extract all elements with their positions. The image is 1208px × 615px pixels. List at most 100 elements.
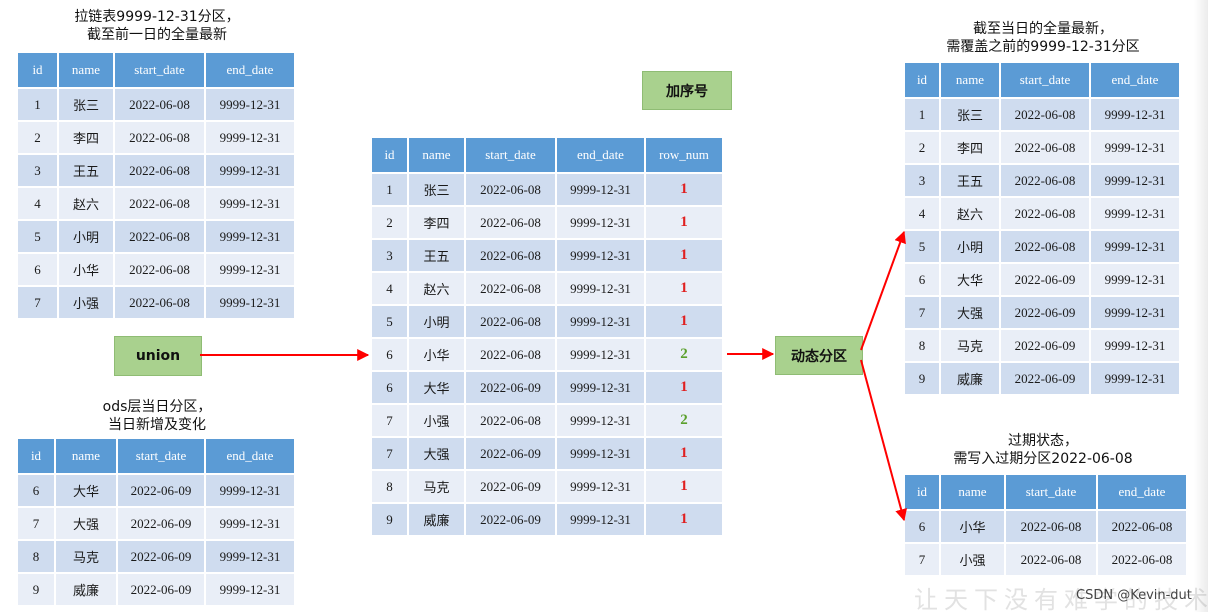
table-cell: 1 [646,174,722,205]
table-cell: 2 [18,122,57,153]
watermark-text: 让天下没有难学的技术 [914,586,1208,614]
table-cell: 2022-06-08 [1001,231,1089,262]
table-cell: 3 [372,240,407,271]
table-cell: 2022-06-08 [1001,198,1089,229]
table-cell: 赵六 [409,273,464,304]
table-cell: 2022-06-09 [118,475,204,506]
add-sequence-label: 加序号 [642,71,732,110]
table-cell: 1 [646,438,722,469]
column-header: id [905,475,939,509]
table-cell: 7 [18,287,57,318]
table-cell: 9999-12-31 [557,438,644,469]
column-header: id [18,53,57,87]
table-cell: 2022-06-09 [1001,264,1089,295]
column-header: start_date [1006,475,1096,509]
table-cell: 小明 [59,221,113,252]
table-cell: 9999-12-31 [206,122,294,153]
table-cell: 2022-06-08 [466,207,555,238]
table-cell: 2022-06-08 [1006,544,1096,575]
column-header: id [372,138,407,172]
table-cell: 9999-12-31 [557,372,644,403]
table-cell: 9999-12-31 [557,339,644,370]
table-cell: 2022-06-09 [118,508,204,539]
table-cell: 7 [372,405,407,436]
table-cell: 9999-12-31 [557,207,644,238]
table-cell: 马克 [56,541,116,572]
table-cell: 1 [905,99,939,130]
table-cell: 5 [905,231,939,262]
table-cell: 9999-12-31 [557,306,644,337]
column-header: name [56,439,116,473]
table-cell: 1 [646,240,722,271]
table-cell: 大强 [56,508,116,539]
table-cell: 1 [646,372,722,403]
table-cell: 9999-12-31 [206,287,294,318]
table-cell: 6 [18,475,54,506]
caption-zipper-table: 拉链表9999-12-31分区， 截至前一日的全量最新 [18,8,296,44]
table-cell: 4 [372,273,407,304]
table-cell: 赵六 [941,198,999,229]
table-cell: 李四 [59,122,113,153]
caption-line: ods层当日分区， [102,399,212,415]
table-cell: 1 [372,174,407,205]
table-cell: 2022-06-08 [466,306,555,337]
table-cell: 9999-12-31 [557,504,644,535]
table-cell: 9 [905,363,939,394]
table-cell: 2022-06-09 [118,541,204,572]
table-cell: 2022-06-09 [1001,363,1089,394]
table-cell: 9999-12-31 [206,188,294,219]
union-label: union [114,336,202,376]
table-cell: 2022-06-08 [115,287,204,318]
table-cell: 2022-06-08 [466,240,555,271]
table-cell: 2022-06-09 [466,471,555,502]
table-cell: 大华 [56,475,116,506]
table-cell: 2 [372,207,407,238]
table-cell: 9999-12-31 [557,174,644,205]
table-cell: 马克 [409,471,464,502]
table-cell: 2022-06-08 [115,188,204,219]
table-cell: 7 [18,508,54,539]
table-cell: 1 [18,89,57,120]
table-cell: 2022-06-08 [1098,511,1186,542]
table-cell: 8 [18,541,54,572]
table-cell: 8 [905,330,939,361]
table-cell: 王五 [941,165,999,196]
table-cell: 9999-12-31 [1091,132,1179,163]
table-cell: 张三 [409,174,464,205]
table-cell: 2 [905,132,939,163]
table-cell: 小强 [409,405,464,436]
table-cell: 小华 [409,339,464,370]
table-cell: 2 [646,405,722,436]
caption-ods-table: ods层当日分区， 当日新增及变化 [18,398,296,434]
table-cell: 9999-12-31 [557,240,644,271]
table-cell: 9999-12-31 [1091,297,1179,328]
table-cell: 王五 [409,240,464,271]
table-cell: 9999-12-31 [1091,165,1179,196]
column-header: start_date [118,439,204,473]
column-header: start_date [466,138,555,172]
table-cell: 1 [646,306,722,337]
table-cell: 9999-12-31 [1091,264,1179,295]
table-cell: 9999-12-31 [557,471,644,502]
table-cell: 1 [646,504,722,535]
